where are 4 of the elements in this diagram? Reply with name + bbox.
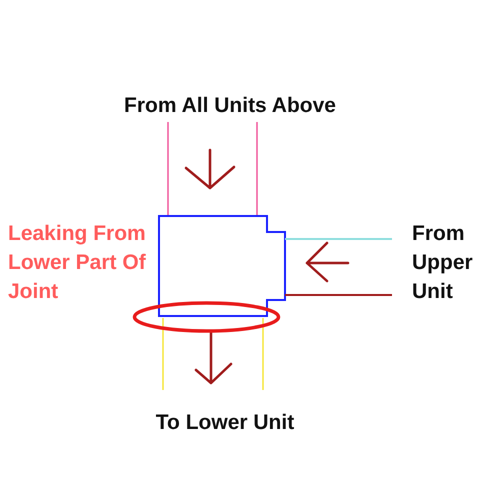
- flow-label: From Upper Unit: [412, 221, 473, 305]
- flow-label: From All Units Above: [124, 93, 336, 119]
- leak-note: Leaking From Lower Part Of Joint: [8, 221, 147, 305]
- flow-label: To Lower Unit: [156, 410, 294, 436]
